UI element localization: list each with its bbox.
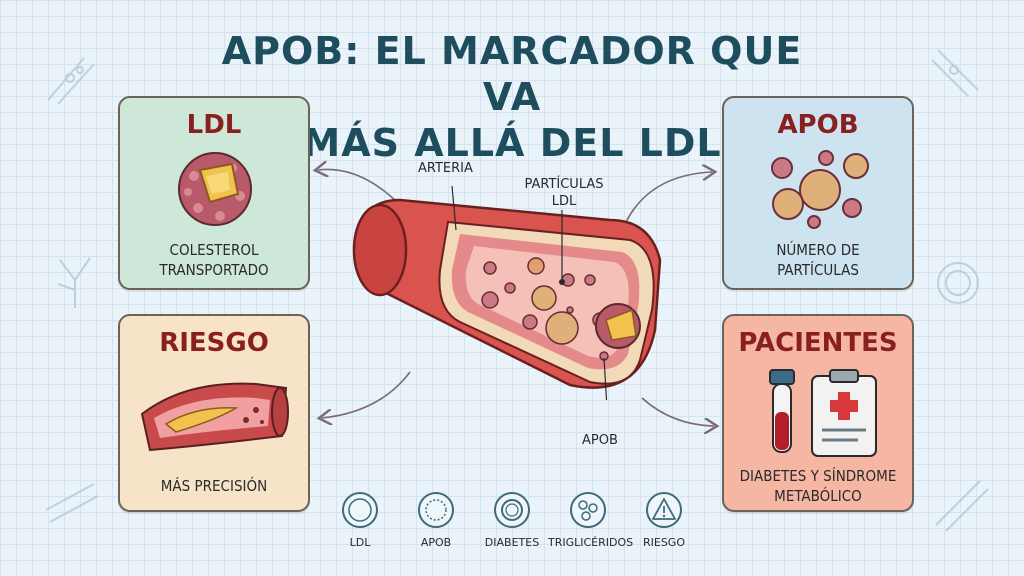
- artery-illustration: [352, 185, 662, 400]
- legend-label-riesgo: RIESGO: [642, 536, 685, 549]
- pacientes-card: PACIENTES DIABETES Y SÍNDROME METABÓLICO: [722, 314, 914, 512]
- pacientes-card-text-1: DIABETES Y SÍNDROME: [739, 467, 897, 485]
- vessel-sketch-icon: [45, 483, 99, 523]
- particulas-label-line-1: PARTÍCULAS: [524, 177, 604, 192]
- pacientes-card-text-2: METABÓLICO: [774, 487, 862, 505]
- vessel-sketch-icon: [931, 49, 979, 97]
- trigliceridos-icon: [570, 492, 606, 528]
- ldl-card-text-1: COLESTEROL: [169, 241, 259, 259]
- particles-cluster-icon: [771, 150, 869, 229]
- ldl-card-text-2: TRANSPORTADO: [159, 261, 269, 279]
- apob-card: APOB NÚMERO DE PARTÍCULAS: [722, 96, 914, 290]
- legend-item-trigliceridos: TRIGLICÉRIDOS: [548, 490, 634, 549]
- pacientes-card-title: PACIENTES: [738, 328, 898, 358]
- particulas-label-line-2: LDL: [551, 194, 577, 209]
- arrow-to-pacientes: [641, 397, 714, 426]
- blood-tube-icon: [769, 369, 795, 453]
- legend-label-apob: APOB: [420, 536, 452, 549]
- legend-label-diabetes: DIABETES: [484, 536, 540, 549]
- diabetes-icon: [494, 492, 530, 528]
- legend-label-trigliceridos: TRIGLICÉRIDOS: [548, 536, 634, 549]
- legend-item-riesgo: RIESGO: [624, 490, 704, 549]
- title-line-2: MÁS ALLÁ DEL LDL: [302, 121, 722, 165]
- particulas-ldl-label: PARTÍCULAS LDL: [516, 176, 612, 210]
- ldl-card: LDL COLESTEROL TRANSPORTADO: [118, 96, 310, 290]
- riesgo-card-title: RIESGO: [159, 328, 269, 358]
- ldl-particle-icon: [178, 152, 252, 226]
- vessel-sketch-icon: [935, 480, 989, 532]
- ldl-icon: [342, 492, 378, 528]
- legend-item-diabetes: DIABETES: [472, 490, 552, 549]
- riesgo-card-text: MÁS PRECISIÓN: [160, 477, 268, 495]
- legend-item-apob: APOB: [396, 490, 476, 549]
- ring-sketch-icon: [937, 262, 979, 304]
- branch-sketch-icon: [57, 257, 91, 308]
- clipboard-icon: [811, 369, 877, 457]
- apob-callout-label: APOB: [582, 433, 618, 448]
- legend-label-ldl: LDL: [349, 536, 371, 549]
- vessel-sketch-icon: [47, 57, 95, 105]
- title-line-1: APOB: EL MARCADOR QUE VA: [221, 29, 803, 119]
- apob-card-text-1: NÚMERO DE: [776, 241, 860, 259]
- clogged-artery-icon: [140, 382, 289, 452]
- arteria-label: ARTERIA: [418, 161, 473, 176]
- page-title: APOB: EL MARCADOR QUE VA MÁS ALLÁ DEL LD…: [200, 28, 824, 166]
- legend-item-ldl: LDL: [320, 490, 400, 549]
- apob-icon: [418, 492, 454, 528]
- apob-card-title: APOB: [777, 110, 859, 140]
- riesgo-card: RIESGO MÁS PRECISIÓN: [118, 314, 310, 512]
- riesgo-icon: [646, 492, 682, 528]
- ldl-card-title: LDL: [186, 110, 242, 140]
- apob-card-text-2: PARTÍCULAS: [777, 261, 859, 279]
